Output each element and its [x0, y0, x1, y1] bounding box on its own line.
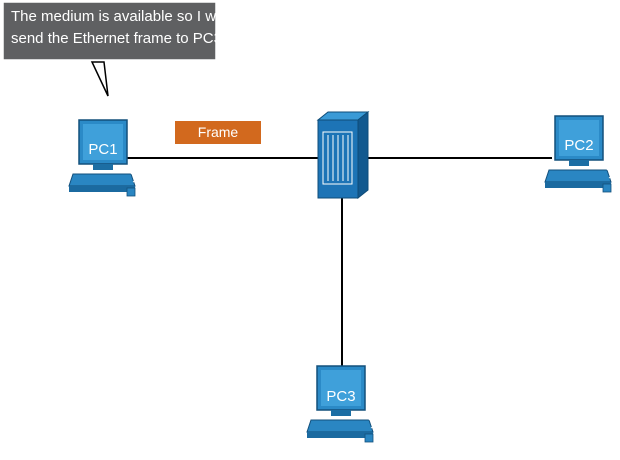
- callout-pointer: [90, 61, 109, 97]
- callout-line-1: The medium is available so I will: [11, 8, 227, 25]
- pc3-label: PC3: [326, 388, 356, 405]
- pc1-label: PC1: [88, 141, 118, 158]
- switch-icon: [316, 110, 370, 200]
- pc2-label: PC2: [564, 137, 594, 154]
- callout-box: [2, 1, 217, 61]
- frame-label: Frame: [197, 124, 239, 140]
- frame-box: [175, 121, 261, 144]
- callout-line-2: send the Ethernet frame to PC3.: [11, 30, 227, 47]
- callout-text: The medium is available so I will send t…: [3, 2, 227, 60]
